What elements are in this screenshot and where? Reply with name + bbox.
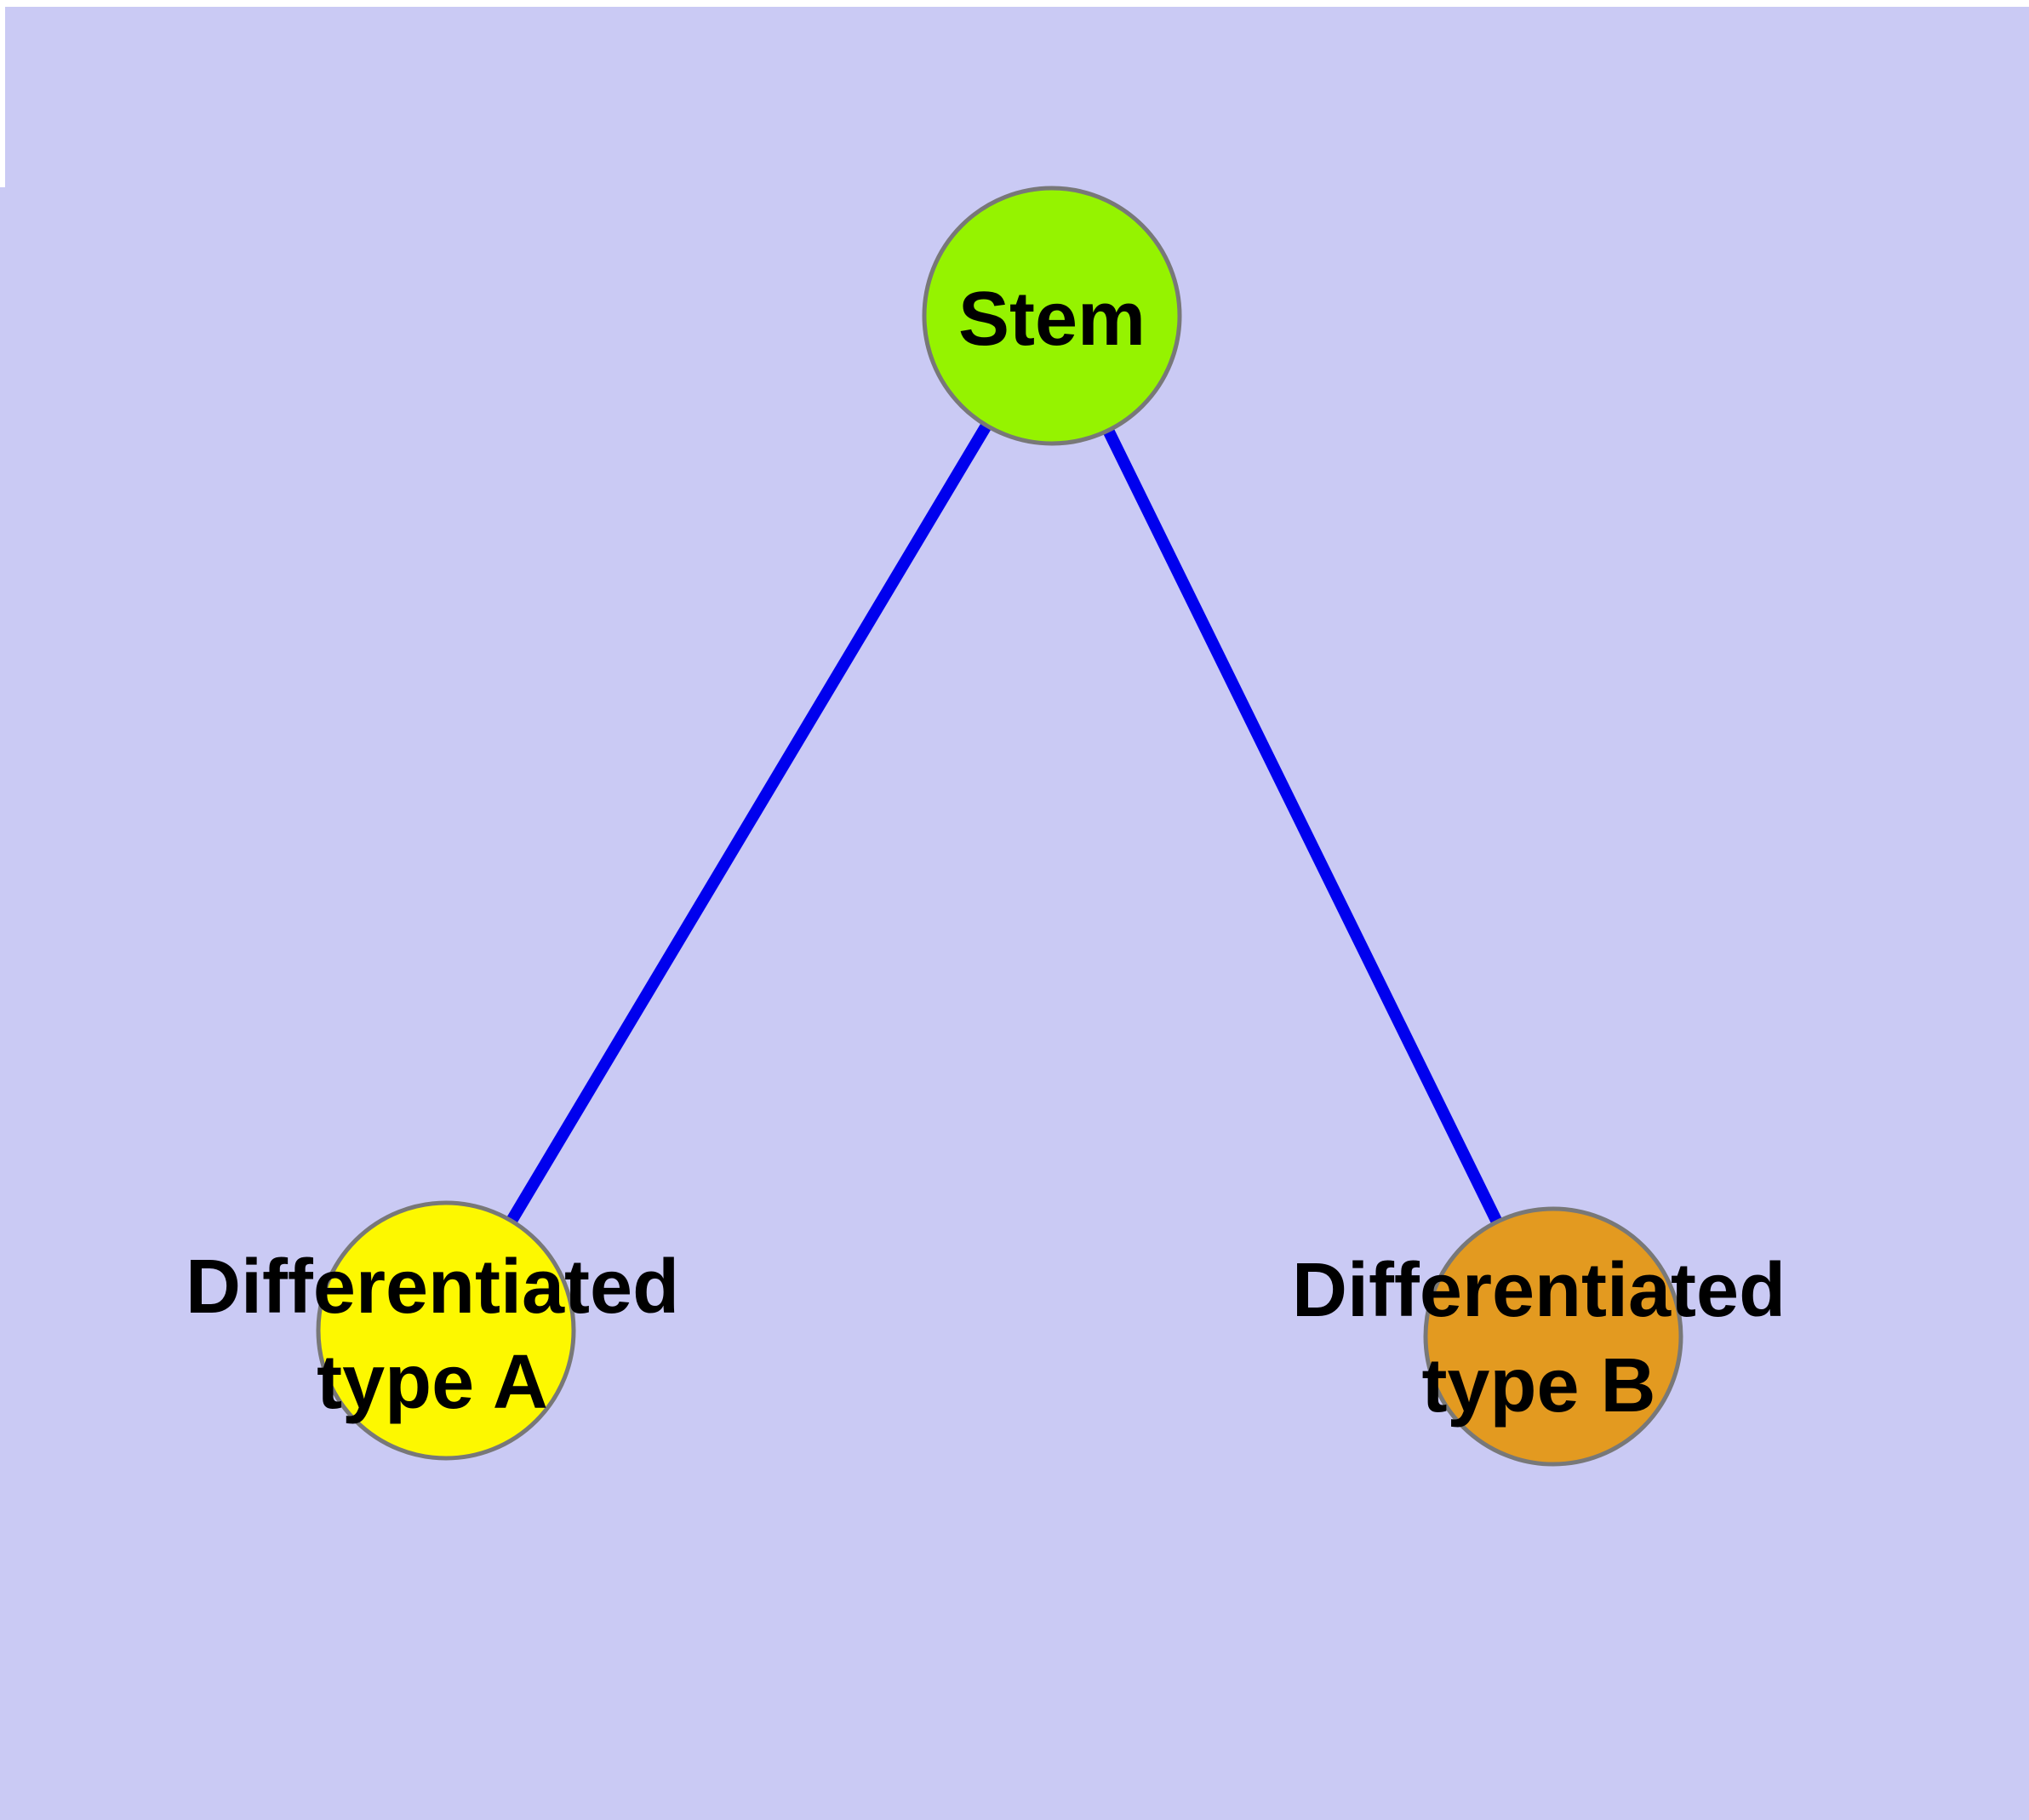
window-top-edge <box>0 0 2029 7</box>
node-differentiated-type-b-label-line2: type B <box>1421 1343 1656 1428</box>
edge-stem-to-type-b <box>1046 312 1559 1340</box>
window-left-edge <box>0 0 5 187</box>
node-differentiated-type-a-label: Differentiated type A <box>186 1239 679 1430</box>
node-stem-label: Stem <box>958 272 1146 367</box>
node-differentiated-type-a-circle <box>316 1200 576 1461</box>
node-differentiated-type-b-label-line1: Differentiated <box>1291 1248 1786 1333</box>
node-differentiated-type-b-circle <box>1423 1206 1683 1467</box>
node-stem-label-line: Stem <box>957 277 1146 362</box>
node-differentiated-type-a-label-line1: Differentiated <box>185 1245 680 1330</box>
node-stem-circle <box>922 186 1182 446</box>
node-differentiated-type-b-label: Differentiated type B <box>1292 1243 1786 1434</box>
edge-stem-to-type-a <box>440 312 1058 1334</box>
node-differentiated-type-a-label-line2: type A <box>317 1340 548 1425</box>
